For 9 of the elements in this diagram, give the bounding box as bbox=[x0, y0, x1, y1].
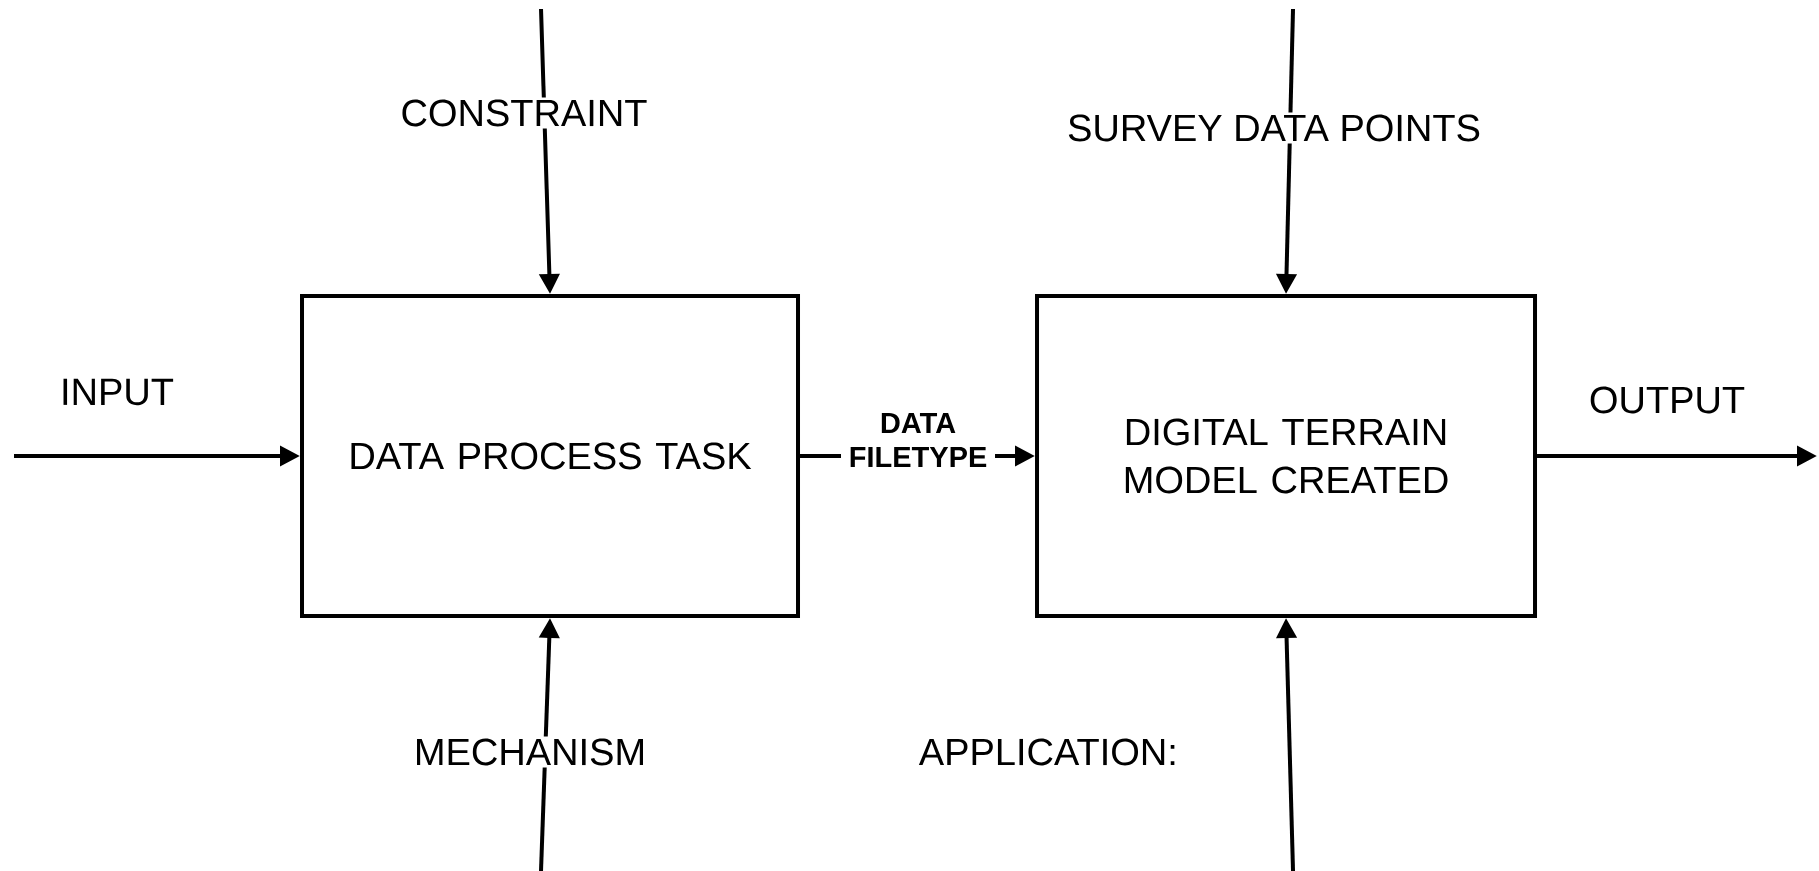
process-box: DIGITAL TERRAIN MODEL CREATED bbox=[1035, 294, 1537, 618]
edge-label: CONSTRAINT bbox=[398, 97, 650, 129]
edge-label: INPUT bbox=[58, 376, 176, 408]
process-box: DATA PROCESS TASK bbox=[300, 294, 800, 618]
edge-label: OUTPUT bbox=[1586, 384, 1748, 416]
edge-label: DATA FILETYPE bbox=[841, 411, 995, 469]
edge-label: SURVEY DATA POINTS bbox=[1065, 112, 1483, 144]
edge-label: APPLICATION: bbox=[916, 736, 1180, 768]
edge-label: MECHANISM bbox=[411, 736, 649, 768]
